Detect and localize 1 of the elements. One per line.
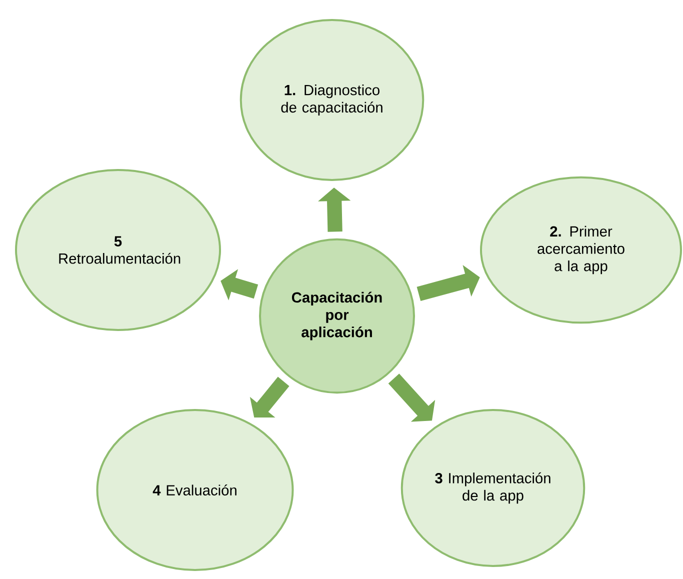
block-arrow [388,374,436,422]
